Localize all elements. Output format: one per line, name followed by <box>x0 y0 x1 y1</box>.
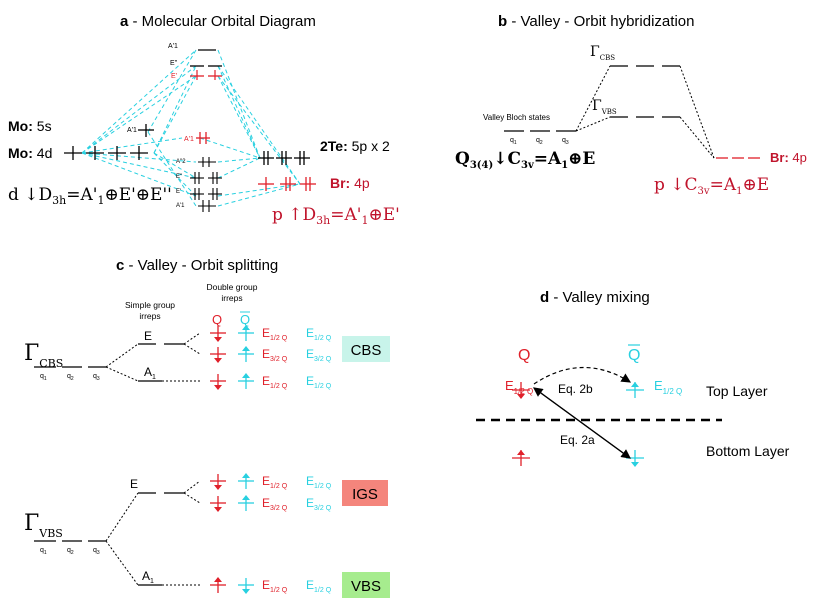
cbs-e-half-q-2: E1/2 Q <box>262 374 288 390</box>
bottom-layer-spins <box>512 450 644 467</box>
gamma-vbs-c: ΓVBS <box>24 511 63 540</box>
antibonding-levels <box>190 49 222 80</box>
d-e-half-q: E1/2 Q <box>505 378 533 396</box>
br-4p-label-b: Br: 4p <box>770 150 807 165</box>
cbs-e-three-half-q: E3/2 Q <box>262 347 288 363</box>
bottom-layer-label: Bottom Layer <box>706 443 790 459</box>
vbs-e-irrep: E <box>130 477 138 491</box>
mo-a1-symmetry-label: A'1 <box>127 127 137 134</box>
top-layer-label: Top Layer <box>706 383 768 399</box>
bloch-states-label: Valley Bloch states <box>483 113 550 122</box>
vbs-connections <box>105 480 201 586</box>
vbs-badge: VBS <box>342 572 390 598</box>
svg-text:VBS: VBS <box>351 578 381 595</box>
vbs-e-half-qbar: E1/2 Q <box>306 474 332 490</box>
col-q-label: Q <box>212 312 222 327</box>
vbs-e-half-q-2: E1/2 Q <box>262 578 288 594</box>
d-orbital-decomposition: d ↓D3h=A'1⊕E'⊕E'' <box>8 185 172 207</box>
vbs-a-irrep: A1 <box>142 569 154 585</box>
cbs-e-half-qbar-2: E1/2 Q <box>306 374 332 390</box>
sym-low-e1-label: E' <box>176 189 181 195</box>
cbs-q2: q2 <box>67 373 74 382</box>
sym-low-a1-label: A'1 <box>176 203 185 209</box>
cbs-spin-arrows <box>210 325 254 390</box>
d-e-half-qbar: E1/2 Q <box>654 378 682 396</box>
sym-low-a2-label: A''2 <box>176 159 186 165</box>
cbs-a-irrep: A1 <box>144 365 156 381</box>
svg-text:Q: Q <box>240 312 250 327</box>
col-q-d: Q <box>518 347 530 364</box>
eq-2a-label: Eq. 2a <box>560 433 595 447</box>
vbs-q2: q2 <box>67 547 74 556</box>
svg-text:IGS: IGS <box>352 486 378 503</box>
svg-text:CBS: CBS <box>351 342 382 359</box>
cbs-connections <box>105 332 201 382</box>
igs-badge: IGS <box>342 480 388 506</box>
br-4p-label: Br: 4p <box>330 175 370 191</box>
svg-text:Q: Q <box>628 347 640 364</box>
vbs-e-half-qbar-2: E1/2 Q <box>306 578 332 594</box>
cbs-e-irrep: E <box>144 329 152 343</box>
cbs-q3: q3 <box>93 373 100 382</box>
eq-2b-label: Eq. 2b <box>558 382 593 396</box>
hybrid-connections <box>575 65 715 159</box>
mo-5s-label: Mo: 5s <box>8 118 52 134</box>
panel-d-valley-mixing: d - Valley mixing Q Q E1/2 Q E1/2 Q <box>476 289 790 467</box>
cbs-e-half-qbar: E1/2 Q <box>306 326 332 342</box>
p-decomposition-b: p ↓C3v=A1⊕E <box>654 175 769 197</box>
vbs-q3: q3 <box>93 547 100 556</box>
hybrid-levels <box>504 65 680 132</box>
mid-a1-level <box>196 132 210 144</box>
mo-4d-levels <box>64 124 154 160</box>
te-5p-levels <box>258 151 310 165</box>
q3-label: q3 <box>562 137 569 146</box>
mo-4d-label: Mo: 4d <box>8 145 52 161</box>
bonding-levels <box>190 157 222 212</box>
sym-low-e2-label: E'' <box>176 174 182 180</box>
gamma-cbs-label: ΓCBS <box>590 44 615 62</box>
br-4p-levels <box>258 177 316 191</box>
vbs-valley-levels <box>34 492 184 586</box>
panel-a-title: a - Molecular Orbital Diagram <box>120 13 316 30</box>
q2-label: q2 <box>536 137 543 146</box>
panel-a-molecular-orbital-diagram: a - Molecular Orbital Diagram <box>8 13 400 227</box>
gamma-cbs-c: ΓCBS <box>24 341 63 370</box>
sym-mid-a1-label: A'1 <box>184 136 194 143</box>
panel-b-valley-orbit-hybridization: b - Valley - Orbit hybridization ΓCBS ΓV… <box>455 13 807 197</box>
panel-b-title: b - Valley - Orbit hybridization <box>498 13 694 30</box>
top-layer-spins <box>512 382 644 399</box>
eq-2b-arrow <box>533 366 632 385</box>
cbs-q1: q1 <box>40 373 47 382</box>
sym-top-e2-label: E'' <box>170 60 177 67</box>
sym-top-e1-label: E' <box>171 73 177 80</box>
p-orbital-decomposition: p ↑D3h=A'1⊕E' <box>272 205 400 227</box>
te-5p-label: 2Te: 5p x 2 <box>320 138 390 154</box>
q1-label: q1 <box>510 137 517 146</box>
panel-d-title: d - Valley mixing <box>540 289 650 306</box>
mo-correlation-lines <box>81 49 301 207</box>
cbs-valley-levels <box>34 343 184 382</box>
vbs-e-three-half-q: E3/2 Q <box>262 496 288 512</box>
vbs-q1: q1 <box>40 547 47 556</box>
col-qbar-d: Q <box>628 344 640 364</box>
panel-c-title: c - Valley - Orbit splitting <box>116 257 278 274</box>
vbs-spin-arrows <box>210 473 254 594</box>
cbs-badge: CBS <box>342 336 390 362</box>
cbs-e-half-q: E1/2 Q <box>262 326 288 342</box>
col-qbar-label: Q <box>240 311 250 327</box>
sym-top-a1-label: A'1 <box>168 43 178 50</box>
panel-c-valley-orbit-splitting: c - Valley - Orbit splitting Simple grou… <box>24 257 390 598</box>
cbs-e-three-half-qbar: E3/2 Q <box>306 347 332 363</box>
q-decomposition: Q3(4)↓C3v=A1⊕E <box>455 149 595 171</box>
vbs-e-three-half-qbar: E3/2 Q <box>306 496 332 512</box>
gamma-vbs-label: ΓVBS <box>592 98 617 116</box>
vbs-e-half-q: E1/2 Q <box>262 474 288 490</box>
